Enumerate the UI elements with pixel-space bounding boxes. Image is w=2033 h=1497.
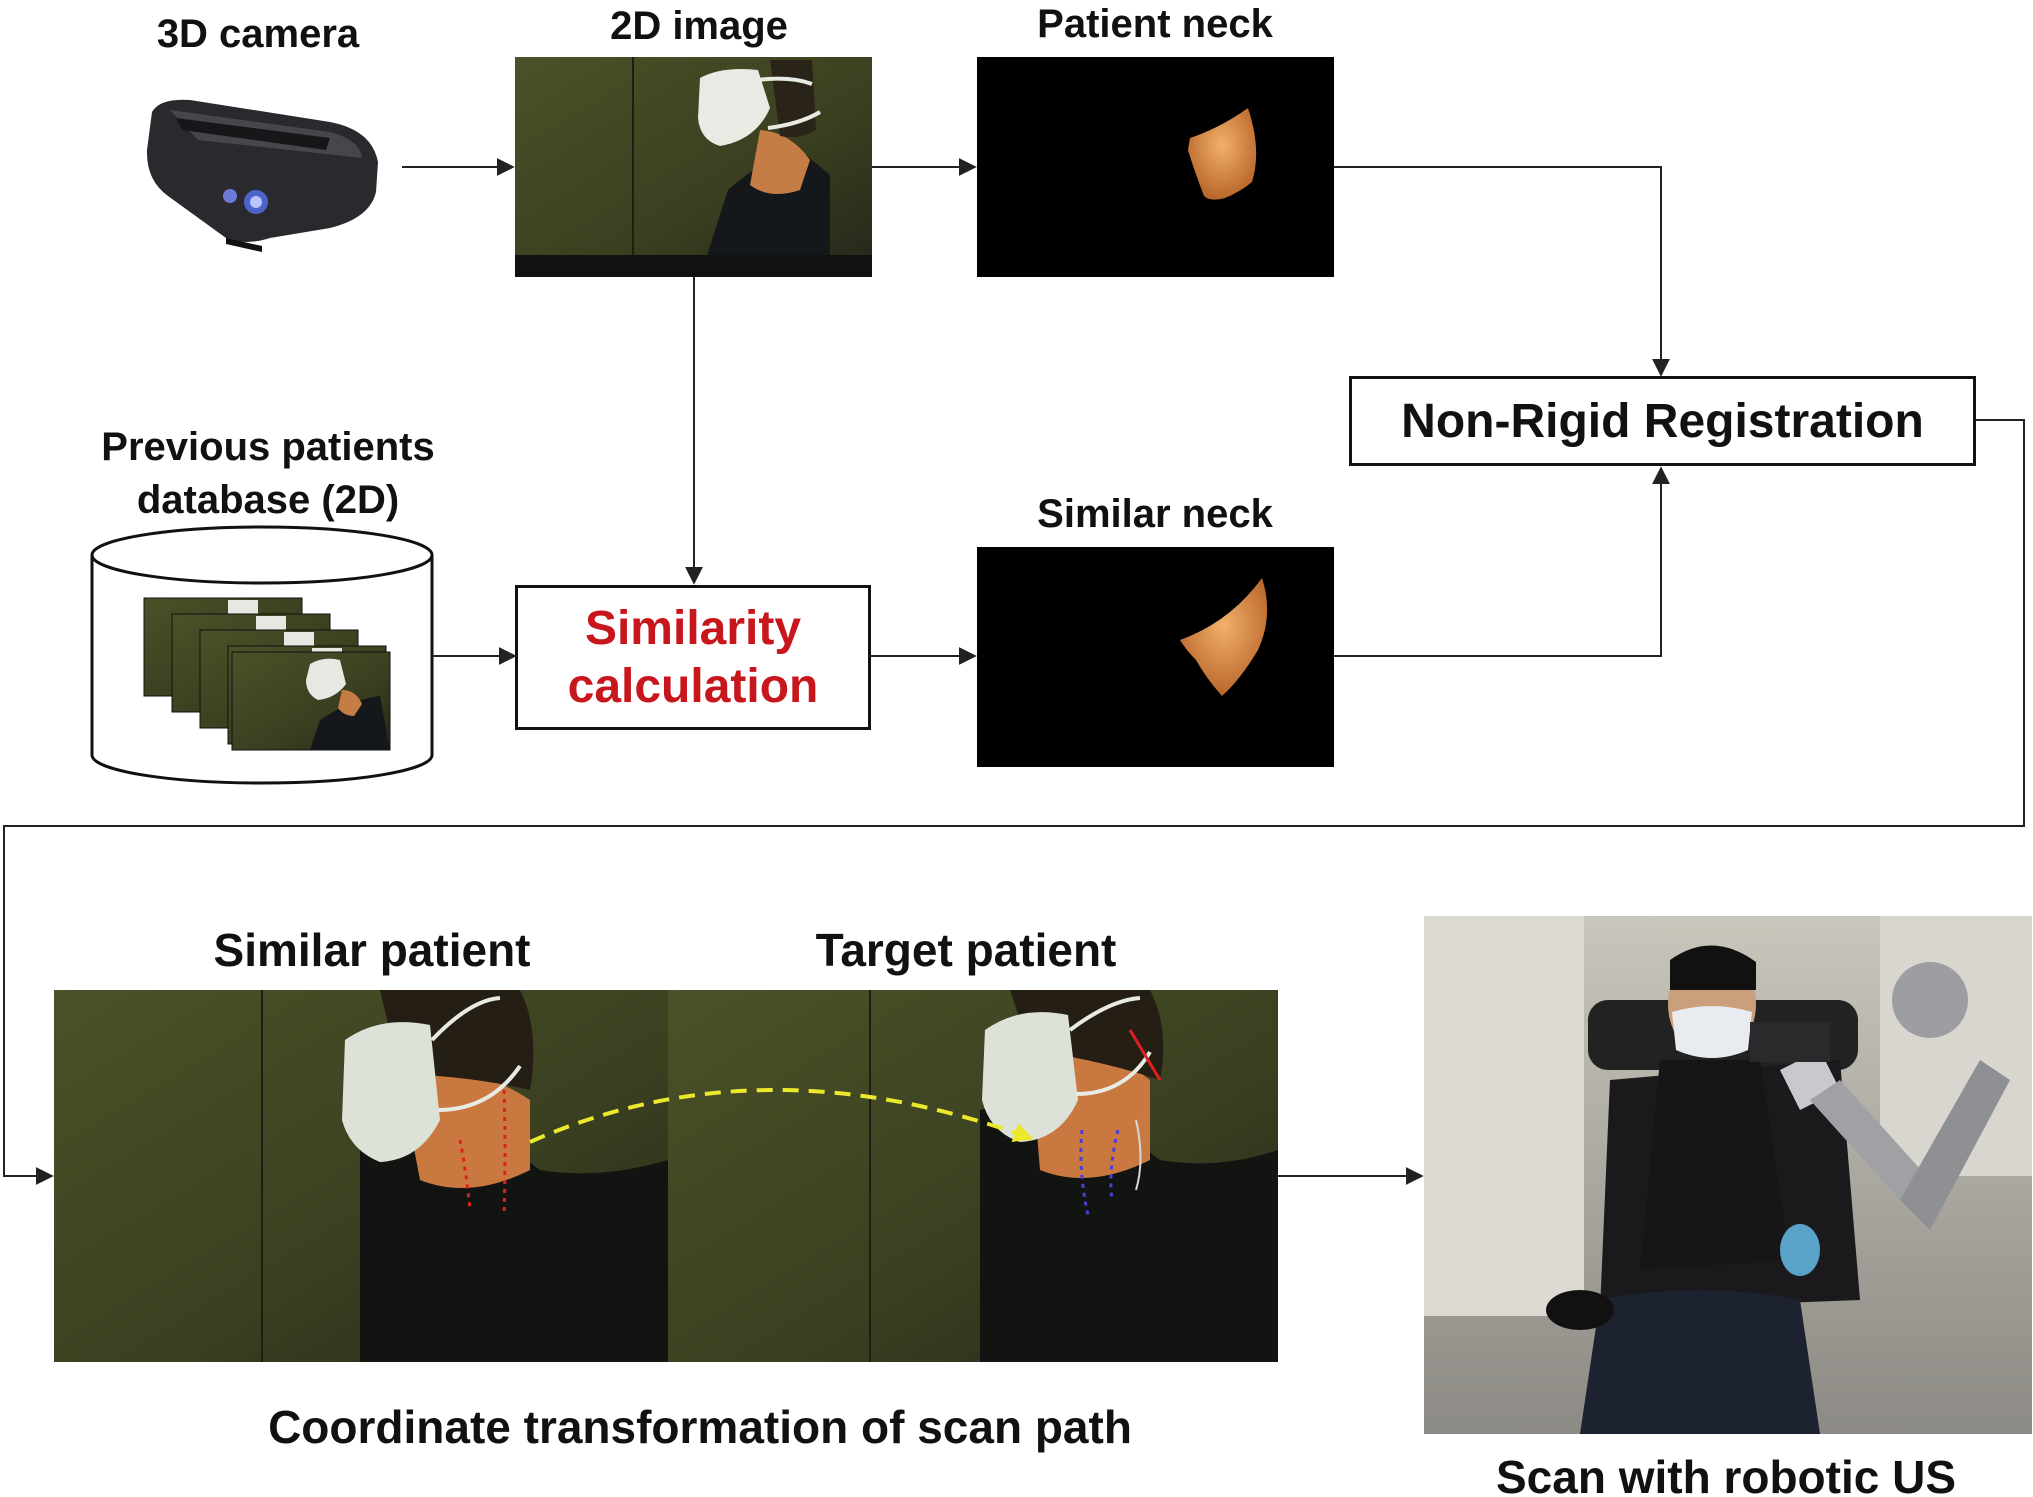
coord-transform-caption: Coordinate transformation of scan path [268,1401,1132,1453]
robotic-us-caption: Scan with robotic US [1495,1451,1957,1497]
robotic-us-photo [1424,916,2032,1434]
database-label-line1: Previous patients [101,425,435,469]
2d-image-label: 2D image [610,4,788,48]
connectors [3,158,2025,1185]
3d-camera-label: 3D camera [156,12,360,56]
similar-neck-label: Similar neck [1037,492,1273,536]
similarity-box-line2: calculation [567,659,819,713]
transfer-arrow [529,1088,1034,1144]
target-patient-label: Target patient [815,924,1117,976]
similar-patient-photo [54,990,668,1362]
similarity-box-line1: Similarity [584,601,802,655]
patient-neck-image [977,57,1334,277]
similar-neck-image [977,547,1334,767]
registration-box-label: Non-Rigid Registration [1401,394,1924,448]
similar-patient-label: Similar patient [213,924,531,976]
patient-neck-label: Patient neck [1037,2,1273,46]
similarity-calculation-box: Similarity calculation [515,585,871,730]
target-patient-photo [668,990,1278,1362]
database-label-line2: database (2D) [136,478,400,522]
non-rigid-registration-box: Non-Rigid Registration [1349,376,1976,466]
2d-image-photo [515,57,872,277]
3d-camera-image [146,99,378,252]
database-image-stack [143,597,391,751]
